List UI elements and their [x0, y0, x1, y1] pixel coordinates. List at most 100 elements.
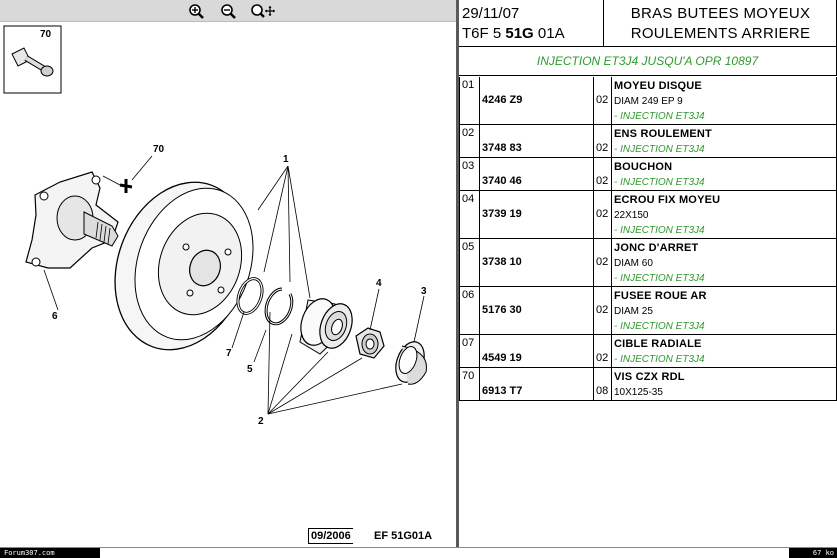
row-index: 03: [460, 158, 480, 190]
row-description: ENS ROULEMENT - INJECTION ET3J4: [612, 125, 836, 157]
part-spec: DIAM 60: [614, 258, 653, 269]
zoom-in-icon: [189, 4, 204, 19]
code-prefix: T6F 5: [462, 25, 506, 42]
table-row[interactable]: 02 3748 83 02 ENS ROULEMENT - INJECTION …: [459, 125, 837, 158]
zoom-in-button[interactable]: [186, 2, 208, 20]
reference-code: EF 51G01A: [374, 530, 433, 542]
part-name: ENS ROULEMENT: [614, 128, 712, 140]
status-site: Forum307.com: [0, 548, 100, 558]
part-name: JONC D'ARRET: [614, 242, 699, 254]
part-note: - INJECTION ET3J4: [614, 321, 705, 332]
part-name: VIS CZX RDL: [614, 371, 685, 383]
reference-date: 09/2006: [308, 528, 353, 544]
row-quantity: 02: [594, 191, 612, 238]
part-note: - INJECTION ET3J4: [614, 354, 705, 365]
row-reference[interactable]: 3738 10: [480, 239, 594, 286]
quantity: 02: [596, 142, 609, 154]
row-reference[interactable]: 4246 Z9: [480, 77, 594, 124]
parts-panel: 29/11/07 T6F 5 51G 01A BRAS BUTEES MOYEU…: [459, 0, 837, 547]
row-reference[interactable]: 6913 T7: [480, 368, 594, 400]
part-1-brake-disc: [114, 181, 254, 351]
table-row[interactable]: 04 3739 19 02 ECROU FIX MOYEU 22X150 - I…: [459, 191, 837, 239]
callout-70-inset: 70: [40, 29, 52, 40]
part-5-circlip: [264, 287, 294, 326]
page-title-line2: ROULEMENTS ARRIERE: [630, 25, 811, 42]
row-quantity: 02: [594, 158, 612, 190]
part-spec: 22X150: [614, 210, 649, 221]
row-quantity: 02: [594, 239, 612, 286]
table-row[interactable]: 03 3740 46 02 BOUCHON - INJECTION ET3J4: [459, 158, 837, 191]
table-row[interactable]: 05 3738 10 02 JONC D'ARRET DIAM 60 - INJ…: [459, 239, 837, 287]
table-row[interactable]: 01 4246 Z9 02 MOYEU DISQUE DIAM 249 EP 9…: [459, 77, 837, 125]
quantity: 08: [596, 385, 609, 397]
quantity: 02: [596, 94, 609, 106]
catalog-date: 29/11/07: [462, 5, 520, 22]
row-quantity: 02: [594, 77, 612, 124]
part-6-axle: [25, 171, 119, 269]
header-info: 29/11/07 T6F 5 51G 01A: [459, 0, 604, 47]
row-index: 02: [460, 125, 480, 157]
callout-3: 3: [421, 286, 427, 297]
table-row[interactable]: 07 4549 19 02 CIBLE RADIALE - INJECTION …: [459, 335, 837, 368]
row-reference[interactable]: 3748 83: [480, 125, 594, 157]
zoom-out-icon: [221, 4, 236, 19]
part-name: FUSEE ROUE AR: [614, 290, 707, 302]
zoom-toolbar: [0, 0, 456, 22]
panel-divider[interactable]: [456, 0, 459, 547]
row-reference[interactable]: 3739 19: [480, 191, 594, 238]
row-quantity: 08: [594, 368, 612, 400]
part-3-dust-cap: [395, 341, 427, 385]
part-number: 3738 10: [482, 256, 522, 268]
code-suffix: 01A: [533, 25, 565, 42]
row-reference[interactable]: 3740 46: [480, 158, 594, 190]
status-bar: Forum307.com 67 ko: [0, 547, 837, 558]
row-description: BOUCHON - INJECTION ET3J4: [612, 158, 836, 190]
row-index: 01: [460, 77, 480, 124]
zoom-fit-icon: [251, 4, 275, 18]
quantity: 02: [596, 304, 609, 316]
quantity: 02: [596, 208, 609, 220]
page-title-line1: BRAS BUTEES MOYEUX: [630, 5, 811, 22]
leader-lines: [43, 165, 425, 415]
row-description: ECROU FIX MOYEU 22X150 - INJECTION ET3J4: [612, 191, 836, 238]
catalog-code: T6F 5 51G 01A: [462, 25, 565, 42]
row-index: 70: [460, 368, 480, 400]
part-note: - INJECTION ET3J4: [614, 273, 705, 284]
screw-icon: [11, 47, 54, 77]
row-quantity: 02: [594, 335, 612, 367]
part-name: ECROU FIX MOYEU: [614, 194, 721, 206]
row-description: FUSEE ROUE AR DIAM 25 - INJECTION ET3J4: [612, 287, 836, 334]
diagram-reference: 09/2006 EF 51G01A: [308, 528, 456, 544]
application-filter: INJECTION ET3J4 JUSQU'A OPR 10897: [459, 47, 837, 76]
callout-6: 6: [52, 311, 58, 322]
part-note: - INJECTION ET3J4: [614, 111, 705, 122]
table-row[interactable]: 70 6913 T7 08 VIS CZX RDL 10X125-35: [459, 368, 837, 401]
part-4-hub-nut: [355, 327, 385, 359]
row-description: MOYEU DISQUE DIAM 249 EP 9 - INJECTION E…: [612, 77, 836, 124]
row-description: JONC D'ARRET DIAM 60 - INJECTION ET3J4: [612, 239, 836, 286]
row-index: 05: [460, 239, 480, 286]
zoom-out-button[interactable]: [218, 2, 240, 20]
row-description: CIBLE RADIALE - INJECTION ET3J4: [612, 335, 836, 367]
diagram-panel: 70: [0, 0, 456, 544]
part-number: 3739 19: [482, 208, 522, 220]
row-quantity: 02: [594, 287, 612, 334]
code-group: 51G: [505, 25, 534, 42]
part-name: BOUCHON: [614, 161, 673, 173]
row-index: 07: [460, 335, 480, 367]
row-reference[interactable]: 4549 19: [480, 335, 594, 367]
part-number: 4549 19: [482, 352, 522, 364]
row-quantity: 02: [594, 125, 612, 157]
quantity: 02: [596, 256, 609, 268]
table-row[interactable]: 06 5176 30 02 FUSEE ROUE AR DIAM 25 - IN…: [459, 287, 837, 335]
callout-2: 2: [258, 416, 264, 427]
part-2-bearing: [299, 298, 353, 355]
row-reference[interactable]: 5176 30: [480, 287, 594, 334]
callout-70: 70: [153, 144, 165, 155]
part-note: - INJECTION ET3J4: [614, 144, 705, 155]
callout-5: 5: [247, 364, 253, 375]
zoom-fit-button[interactable]: [248, 2, 278, 20]
quantity: 02: [596, 352, 609, 364]
part-number: 4246 Z9: [482, 94, 523, 106]
exploded-parts-diagram: 70: [3, 25, 427, 427]
